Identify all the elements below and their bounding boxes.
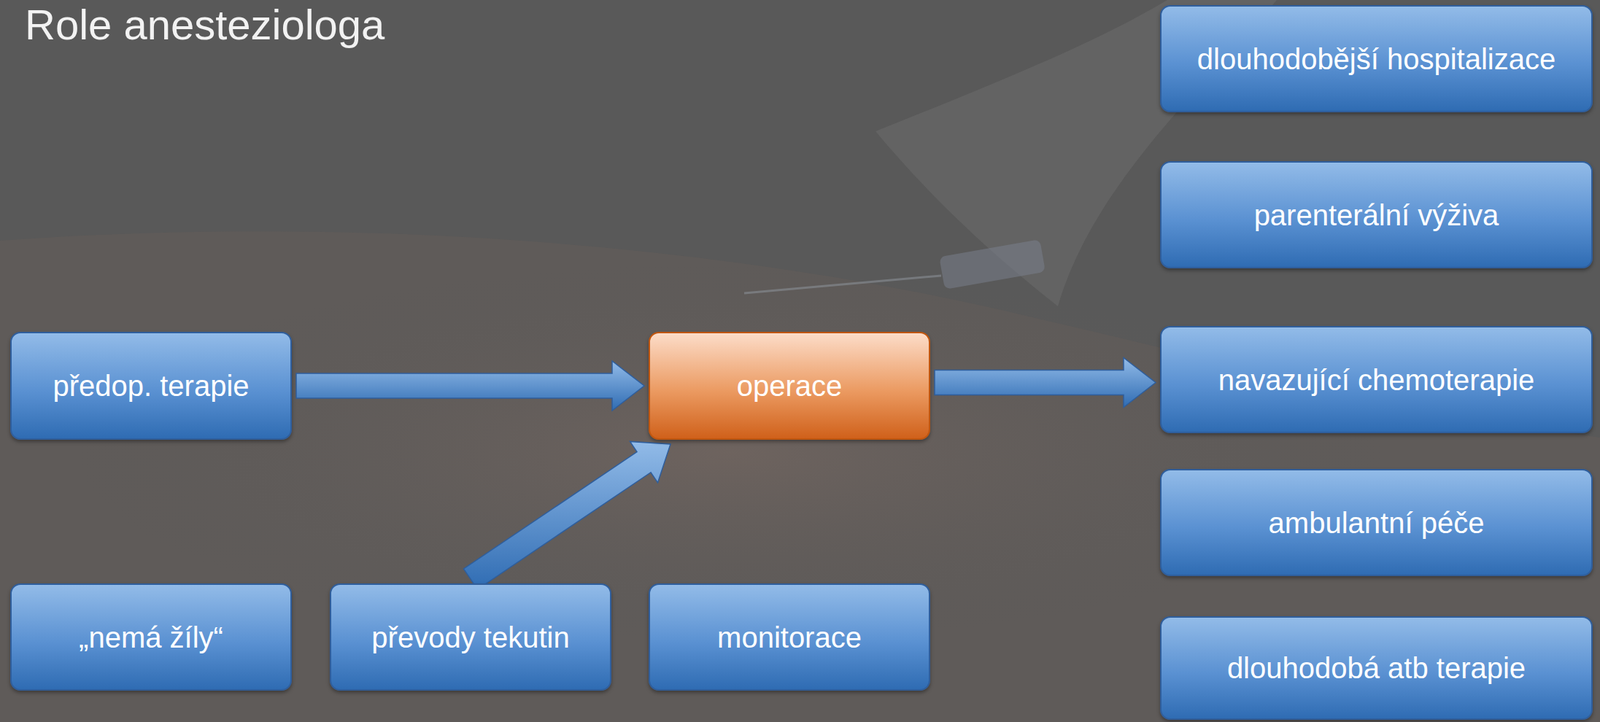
process-box: ambulantní péče xyxy=(1160,469,1593,577)
cannula-hub xyxy=(938,239,1046,290)
box-label: parenterální výživa xyxy=(1243,197,1510,233)
box-label: navazující chemoterapie xyxy=(1208,362,1546,398)
highlight-box: operace xyxy=(648,331,931,440)
box-label: dlouhodobější hospitalizace xyxy=(1187,41,1566,77)
process-box: navazující chemoterapie xyxy=(1160,326,1593,434)
process-box: předop. terapie xyxy=(10,331,292,440)
process-box: parenterální výživa xyxy=(1160,161,1593,269)
arm-shape xyxy=(0,231,1600,722)
slide-title: Role anesteziologa xyxy=(24,0,385,49)
box-label: „nemá žíly“ xyxy=(68,620,234,656)
box-label: ambulantní péče xyxy=(1258,505,1495,541)
cannula-needle xyxy=(744,275,942,294)
box-label: dlouhodobá atb terapie xyxy=(1216,650,1536,686)
block-arrow xyxy=(296,361,645,411)
block-arrow xyxy=(463,441,671,590)
box-label: převody tekutin xyxy=(361,620,580,656)
process-box: dlouhodobější hospitalizace xyxy=(1160,5,1593,113)
process-box: převody tekutin xyxy=(329,583,612,691)
box-label: operace xyxy=(726,368,853,404)
block-arrow xyxy=(934,358,1156,408)
box-label: monitorace xyxy=(706,620,872,656)
process-box: „nemá žíly“ xyxy=(10,583,292,691)
box-label: předop. terapie xyxy=(42,368,260,404)
process-box: dlouhodobá atb terapie xyxy=(1160,616,1593,721)
process-box: monitorace xyxy=(648,583,931,691)
